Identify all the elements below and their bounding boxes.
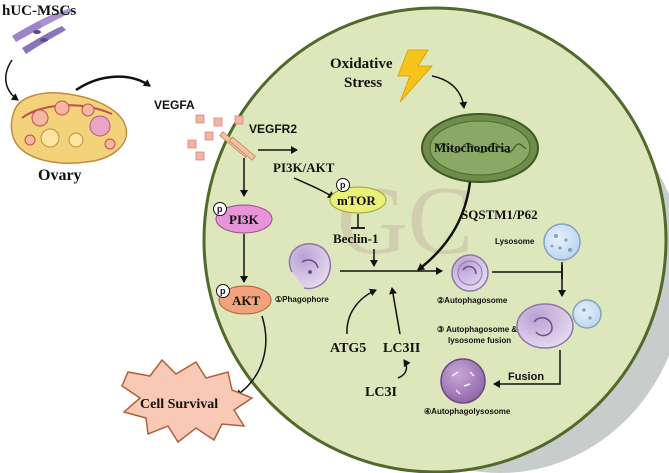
vegfr2-receptor (219, 131, 256, 161)
akt-p-label: p (220, 286, 226, 296)
autophagolysosome-icon (440, 358, 486, 404)
cell-survival-burst (121, 358, 254, 444)
arrow-fusion-to-autophagolysosome (493, 350, 561, 388)
phagophore-icon (288, 243, 332, 290)
oxidative-label-2: Stress (344, 75, 382, 91)
pi3k-phospho-icon (213, 202, 227, 216)
pi3k-p-label: p (217, 204, 223, 214)
fusion-icon (516, 299, 602, 349)
arrow-lc3ii-up (389, 287, 401, 335)
cell-survival-label: Cell Survival (140, 397, 218, 412)
arrow-mito-to-autophagosome (417, 181, 472, 271)
lysosome-label: Lysosome (495, 237, 535, 246)
akt-label: AKT (232, 293, 261, 308)
lc3i-label: LC3I (365, 385, 397, 400)
lightning-bolt-icon (397, 49, 433, 103)
autophagosome-label: ②Autophagosome (437, 296, 508, 305)
fusion-step-label-1: ③ Autophagosome & (437, 325, 517, 334)
phagophore-label: ①Phagophore (275, 295, 329, 304)
vegfa-label: VEGFA (154, 98, 195, 112)
mtor-label: mTOR (337, 193, 376, 208)
lysosome-icon (543, 223, 581, 261)
lc3ii-label: LC3II (383, 341, 420, 356)
arrow-stress-to-mito (431, 75, 468, 109)
atg5-label: ATG5 (330, 341, 366, 356)
mtor-p-label: p (340, 180, 346, 190)
fusion-label: Fusion (508, 371, 544, 383)
arrow-msc-to-ovary (5, 59, 19, 101)
mtor-node (329, 186, 387, 214)
mitochondria-label: Mitochondria (434, 140, 511, 155)
vegfa-molecules (187, 114, 244, 161)
gc-watermark: GC (337, 167, 473, 275)
oxidative-label-1: Oxidative (330, 56, 393, 72)
ovary-icon (10, 92, 128, 164)
ovary-label: Ovary (38, 167, 82, 184)
fusion-step-label-2: lysosome fusion (448, 336, 511, 345)
cell-membrane (202, 6, 668, 473)
arrow-atg5-up (346, 288, 377, 335)
akt-node (218, 285, 272, 315)
mtor-phospho-icon (336, 178, 350, 192)
pi3k-akt-label: PI3K/AKT (273, 160, 335, 175)
beclin-label: Beclin-1 (333, 231, 379, 246)
autophagolysosome-label: ④Autophagolysosome (424, 407, 511, 416)
arrow-lc3i-to-lc3ii (397, 359, 411, 379)
autophagosome-icon (451, 254, 489, 292)
mitochondria-icon (421, 113, 539, 183)
pi3k-label: PI3K (229, 212, 260, 227)
pi3k-node (215, 204, 273, 234)
stem-cells-icon (12, 8, 72, 54)
arrow-ovary-to-vegfa (75, 75, 151, 92)
vegfr2-label: VEGFR2 (249, 122, 297, 136)
akt-phospho-icon (216, 284, 230, 298)
sqstm-label: SQSTM1/P62 (461, 207, 538, 222)
arrow-akt-to-survival (235, 315, 267, 397)
source-label: hUC-MSCs (2, 3, 76, 19)
